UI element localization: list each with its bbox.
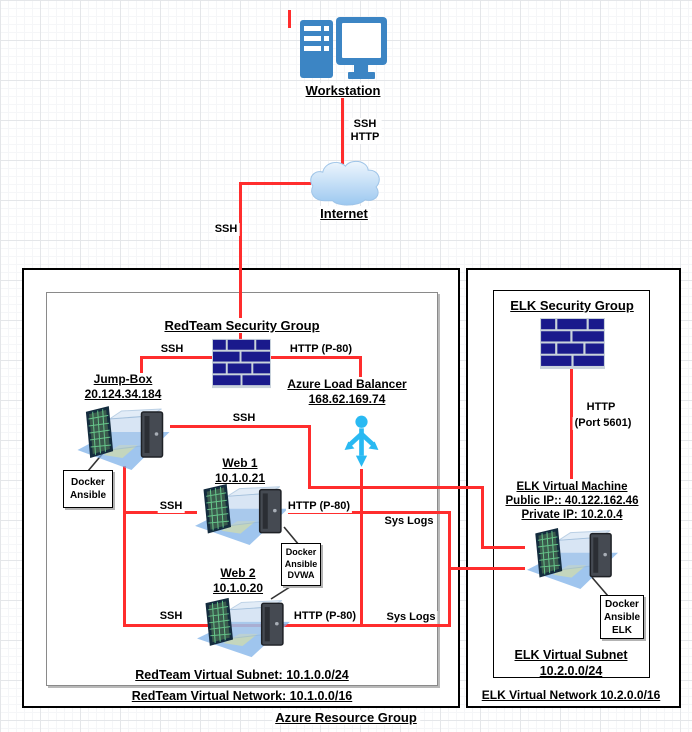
workstation-label: Workstation: [302, 83, 384, 98]
stray-connector-mark: [288, 10, 291, 28]
link-internet-firewall-h: [240, 182, 311, 185]
link-syslogs-elkvm: [448, 567, 525, 570]
redteam-network-label: RedTeam Virtual Network: 10.1.0.0/16: [131, 689, 353, 703]
web2-http-label: HTTP (P-80): [291, 610, 359, 624]
ws-internet-link-label: SSH HTTP: [348, 118, 382, 145]
link-firewall-jumpbox-h: [140, 356, 213, 359]
node-name: Azure Load Balancer: [287, 377, 407, 391]
link-jumpbox-elk-seg1: [170, 425, 311, 428]
redteam-firewall-icon: [212, 338, 271, 389]
link-label-line: SSH: [353, 118, 377, 130]
tag-line: Docker: [71, 477, 105, 488]
node-name: Web 1: [222, 456, 258, 470]
web1-title: Web 1 10.1.0.21: [215, 456, 265, 485]
node-ip: 20.124.34.184: [84, 386, 162, 401]
web1-ssh-label: SSH: [157, 500, 185, 514]
web1-http-label: HTTP (P-80): [285, 500, 353, 514]
web2-title: Web 2 10.1.0.20: [213, 566, 263, 595]
elk-vm-icon: [525, 525, 620, 590]
link-elkfw-elkvm: [570, 368, 573, 479]
link-jumpbox-elk-seg3: [308, 486, 484, 489]
load-balancer-title: Azure Load Balancer 168.62.169.74: [287, 377, 406, 406]
load-balancer-icon: [344, 415, 379, 467]
tag-line: Ansible: [603, 611, 641, 623]
node-public-ip: Public IP:: 40.122.162.46: [505, 495, 639, 508]
elk-docker-tag: Docker Ansible ELK: [600, 595, 644, 639]
jumpbox-elk-ssh-label: SSH: [230, 412, 258, 426]
tag-line: Docker: [285, 546, 317, 557]
link-label-line: HTTP: [350, 131, 380, 144]
redteam-security-group-title: RedTeam Security Group: [161, 318, 323, 333]
azure-resource-group-label: Azure Resource Group: [272, 710, 420, 725]
node-ip: 10.1.0.21: [214, 470, 266, 485]
link-firewall-loadbalancer-v: [359, 356, 362, 377]
node-ip: 10.1.0.20: [212, 580, 264, 595]
internet-label: Internet: [317, 206, 371, 221]
link-firewall-loadbalancer-h: [270, 356, 362, 359]
elk-subnet-label: ELK Virtual Subnet 10.2.0.0/24: [515, 648, 628, 679]
link-jumpbox-webs-v: [123, 466, 126, 627]
web2-vm-icon: [195, 595, 292, 658]
subnet-line: ELK Virtual Subnet: [514, 648, 628, 662]
link-web1-http: [288, 511, 451, 514]
node-name: Jump-Box: [93, 372, 153, 386]
tag-line: Docker: [605, 598, 639, 610]
link-workstation-internet: [341, 98, 344, 164]
jumpbox-title: Jump-Box 20.124.34.184: [85, 372, 162, 401]
jumpbox-docker-tag: Docker Ansible: [63, 470, 113, 508]
tag-line: ELK: [612, 624, 632, 636]
web2-ssh-label: SSH: [157, 610, 185, 624]
web1-syslogs-label: Sys Logs: [382, 515, 436, 529]
tag-line: Ansible: [284, 558, 318, 569]
elk-network-label: ELK Virtual Network 10.2.0.0/16: [481, 688, 661, 702]
internet-fw-link-label: SSH: [212, 223, 240, 237]
link-loadbalancer-v: [360, 469, 363, 627]
elk-http-label: HTTP: [584, 401, 618, 415]
link-jumpbox-elk-seg5: [481, 546, 525, 549]
node-ip: 168.62.169.74: [308, 391, 386, 406]
elk-security-group-title: ELK Security Group: [507, 298, 637, 313]
fw-http-label: HTTP (P-80): [287, 343, 355, 357]
link-firewall-jumpbox-v: [140, 356, 143, 373]
elk-port-label: (Port 5601): [572, 417, 634, 431]
link-jumpbox-elk-seg2: [308, 425, 311, 488]
link-web2-bottom-h: [123, 624, 451, 627]
fw-ssh-label: SSH: [158, 343, 186, 357]
subnet-line: 10.2.0.0/24: [539, 663, 603, 678]
web-docker-tag: Docker Ansible DVWA: [281, 543, 321, 586]
tag-line: DVWA: [287, 570, 315, 581]
web2-syslogs-label: Sys Logs: [384, 611, 438, 625]
link-jumpbox-elk-seg4: [481, 486, 484, 548]
node-private-ip: Private IP: 10.2.0.4: [521, 509, 623, 522]
web1-vm-icon: [193, 481, 290, 546]
workstation-icon: [300, 17, 387, 79]
node-name: ELK Virtual Machine: [516, 481, 628, 493]
tag-line: Ansible: [69, 490, 107, 501]
jumpbox-vm-icon: [75, 403, 172, 471]
internet-cloud-icon: [310, 160, 380, 206]
redteam-subnet-label: RedTeam Virtual Subnet: 10.1.0.0/24: [135, 668, 349, 682]
elk-vm-title: ELK Virtual Machine Public IP:: 40.122.1…: [506, 480, 639, 522]
link-internet-firewall-v: [239, 182, 242, 340]
node-name: Web 2: [220, 566, 256, 580]
elk-firewall-icon: [540, 318, 605, 369]
